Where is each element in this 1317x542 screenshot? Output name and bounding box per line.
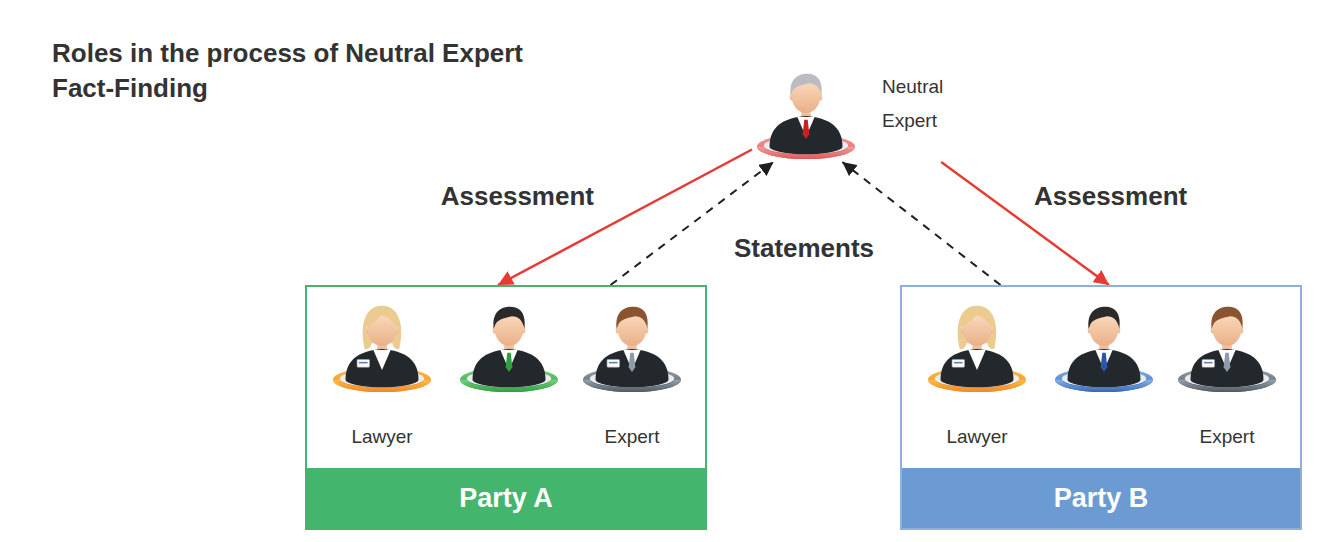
edge-label-holder: Assessment <box>1031 180 1190 212</box>
avatar-badge-line <box>954 362 963 364</box>
avatar-hair <box>790 74 821 96</box>
party-name: Party B <box>1054 482 1149 514</box>
avatar-ring-front <box>460 380 558 392</box>
avatar-hair <box>368 308 397 328</box>
avatar-ring-front <box>333 380 431 392</box>
avatar-tie <box>1101 353 1108 372</box>
role-label: Expert <box>1200 425 1255 449</box>
assessment-arrow <box>498 150 752 285</box>
avatar-tie <box>629 353 636 372</box>
label-holder: Statements <box>731 232 877 264</box>
party-band: Party A <box>307 468 705 528</box>
avatar-ring-front <box>1055 380 1153 392</box>
person-node: Expert <box>577 299 687 454</box>
avatar-badge <box>607 359 619 367</box>
avatar-hair <box>1088 307 1119 329</box>
avatar-shirt <box>373 350 390 370</box>
person-icon <box>752 66 860 162</box>
person-node: Lawyer <box>922 299 1032 454</box>
person-icon <box>1173 299 1281 395</box>
person-node: Expert <box>1172 299 1282 454</box>
party-box: Party B Lawyer Expert <box>900 285 1302 530</box>
role-label: Lawyer <box>351 425 412 449</box>
edge-label: Assessment <box>1031 180 1190 212</box>
avatar-hair <box>616 307 647 329</box>
avatar-body <box>346 349 419 387</box>
avatar-tie <box>506 353 513 372</box>
flow-label: Statements <box>731 232 877 264</box>
person-icon <box>455 299 563 395</box>
person-icon <box>1050 299 1158 395</box>
avatar-tie <box>1224 353 1231 372</box>
connector-group <box>498 150 1109 285</box>
avatar-hair <box>493 307 524 329</box>
person-node: Lawyer <box>327 299 437 454</box>
avatar-body <box>941 349 1014 387</box>
role-label: Lawyer <box>946 425 1007 449</box>
party-name: Party A <box>459 482 553 514</box>
title-holder: Roles in the process of Neutral Expert F… <box>52 36 552 106</box>
avatar-ring-front <box>1178 380 1276 392</box>
avatar-body <box>473 349 546 387</box>
avatar-badge <box>1202 359 1214 367</box>
avatar-body <box>596 349 669 387</box>
person-icon <box>328 299 436 395</box>
avatar-ring-front <box>583 380 681 392</box>
avatar-hair-back <box>363 306 402 349</box>
party-box: Party A Lawyer Expert <box>305 285 707 530</box>
avatar-hair <box>963 308 992 328</box>
avatar-badge <box>357 359 369 367</box>
statement-arrow <box>611 162 774 285</box>
role-label: Expert <box>605 425 660 449</box>
avatar-body <box>1068 349 1141 387</box>
avatar-ring-front <box>757 147 855 159</box>
party-band: Party B <box>902 468 1300 528</box>
diagram-title: Roles in the process of Neutral Expert F… <box>52 36 552 106</box>
avatar-ring-front <box>928 380 1026 392</box>
avatar-badge-line <box>359 362 368 364</box>
role-label: Neutral Expert <box>882 70 967 138</box>
avatar-badge-line <box>609 362 618 364</box>
neutral-expert-node: Neutral Expert <box>752 66 967 162</box>
avatar-hair <box>1211 307 1242 329</box>
avatar-hair-back <box>958 306 997 349</box>
avatar-badge-line <box>1204 362 1213 364</box>
person-icon <box>578 299 686 395</box>
edge-label-holder: Assessment <box>438 180 597 212</box>
person-icon <box>923 299 1031 395</box>
avatar-body <box>1191 349 1264 387</box>
avatar-body <box>770 116 843 154</box>
avatar-tie <box>803 120 810 139</box>
avatar-badge <box>952 359 964 367</box>
statement-arrow <box>842 162 1000 285</box>
avatar-shirt <box>968 350 985 370</box>
edge-label: Assessment <box>438 180 597 212</box>
